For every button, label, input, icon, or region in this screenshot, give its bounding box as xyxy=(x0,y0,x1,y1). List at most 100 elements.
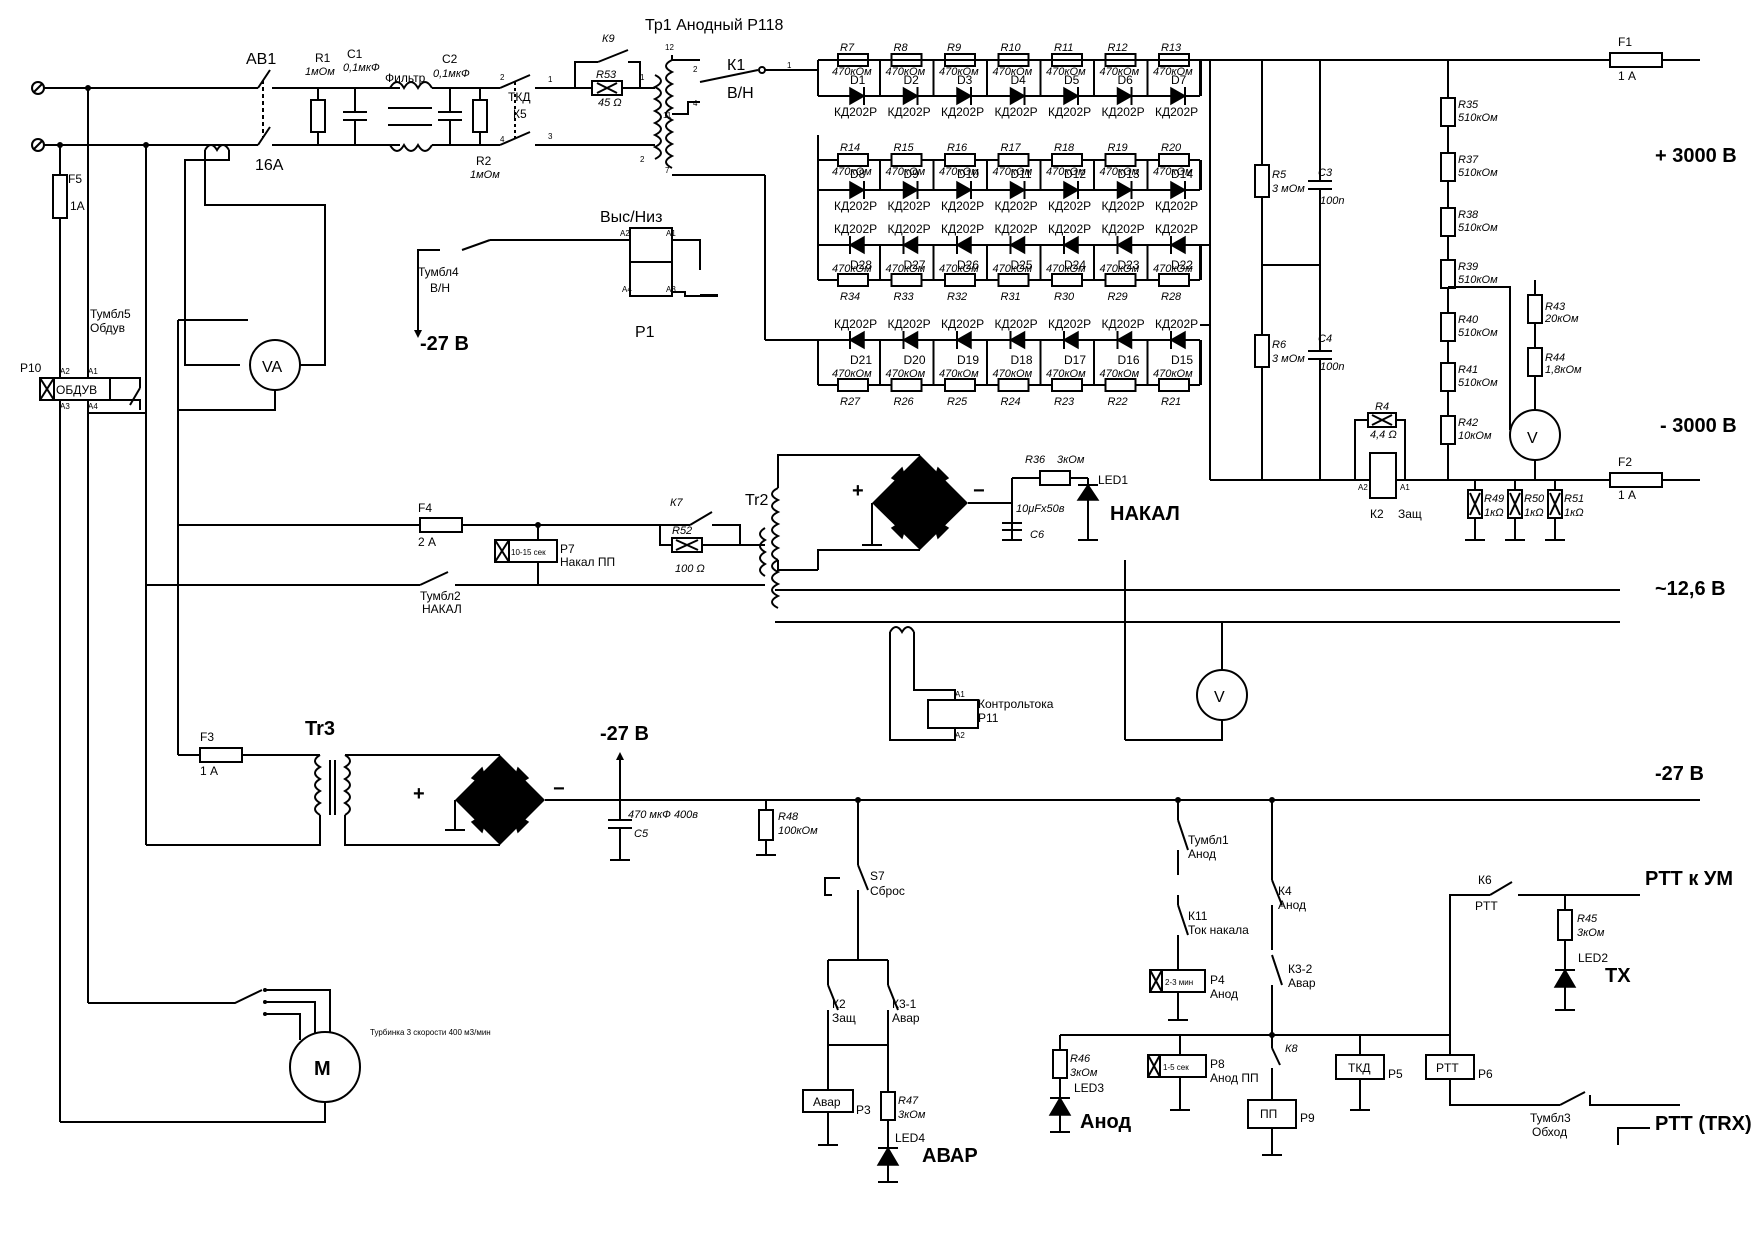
turbine-label: Турбинка 3 скорости 400 м3/мин xyxy=(370,1028,491,1037)
resistor-name: R8 xyxy=(894,42,909,54)
relay-contact-k2: К2 Защ xyxy=(827,960,856,1045)
relay-p3: Авар P3 xyxy=(802,1045,871,1146)
p4-coil: 2-3 мин xyxy=(1165,978,1193,987)
k2-coil-name: К2 xyxy=(1370,507,1384,521)
svg-text:A1: A1 xyxy=(666,229,676,238)
k4-name: К4 xyxy=(1278,884,1292,898)
p7-name: P7 xyxy=(560,542,575,556)
r46-name: R46 xyxy=(1070,1053,1091,1065)
tumbl1-name: Тумбл1 xyxy=(1188,833,1229,847)
resistor-value: 470кОм xyxy=(832,368,872,380)
reset-button-s7[interactable]: S7 Сброс xyxy=(824,800,905,960)
diode-type: КД202Р xyxy=(1155,317,1198,331)
c4-name: C4 xyxy=(1318,333,1332,345)
c2-value: 0,1мкФ xyxy=(433,68,470,80)
tumbl4-name: Тумбл4 xyxy=(418,265,459,279)
resistor-value: 470кОм xyxy=(1046,166,1086,178)
fuse-f5: F5 1А xyxy=(52,172,85,219)
toggle-tumbl1[interactable]: Тумбл1 Анод xyxy=(1177,800,1229,875)
diode-type: КД202Р xyxy=(1048,317,1091,331)
toggle-tumbl2[interactable]: Тумбл2 НАКАЛ xyxy=(419,571,462,616)
r45-value: 3кОм xyxy=(1577,927,1605,939)
diode-d10 xyxy=(956,180,973,200)
diode-d13 xyxy=(1116,180,1134,200)
svg-text:2: 2 xyxy=(640,155,645,164)
divider-name: R42 xyxy=(1458,417,1478,429)
svg-text:+: + xyxy=(852,480,864,502)
r2-name: R2 xyxy=(476,154,492,168)
relay-p7: 10-15 сек P7 Накал ПП xyxy=(494,525,615,585)
c5-name: C5 xyxy=(634,828,649,840)
diode-name: D14 xyxy=(1171,167,1193,181)
diode-d19 xyxy=(955,330,972,350)
toggle-tumbl4[interactable]: Тумбл4 В/Н -27 В xyxy=(414,239,491,355)
resistor-name: R27 xyxy=(840,396,861,408)
voltmeter-filament: V xyxy=(1196,669,1248,721)
toggle-tumbl5[interactable]: Тумбл5 Обдув xyxy=(90,307,141,410)
resistor-r39 xyxy=(1440,259,1456,289)
tumbl2-name: Тумбл2 xyxy=(420,589,461,603)
resistor-r29 xyxy=(1104,273,1137,287)
c6-name: C6 xyxy=(1030,529,1045,541)
resistor-name: R18 xyxy=(1054,142,1075,154)
resistor-name: R12 xyxy=(1108,42,1128,54)
resistor-name: R9 xyxy=(947,42,961,54)
divider-value: 510кОм xyxy=(1458,222,1498,234)
relay-contact-k6: К6 PTT xyxy=(1475,873,1513,913)
resistor-r31 xyxy=(997,273,1030,287)
k2-name: К2 xyxy=(832,997,846,1011)
svg-text:4: 4 xyxy=(693,99,698,108)
resistor-value: 470кОм xyxy=(832,263,872,275)
resistor-name: R16 xyxy=(947,142,968,154)
p11-name: P11 xyxy=(978,711,999,725)
svg-text:4: 4 xyxy=(500,135,505,144)
p3-name: P3 xyxy=(856,1103,871,1117)
bridge-br1: Br1 + − xyxy=(852,455,985,550)
breaker-rating: 16А xyxy=(255,157,284,174)
k2-coil-label: Защ xyxy=(1398,507,1422,521)
f4-value: 2 А xyxy=(418,535,436,549)
r47-value: 3кОм xyxy=(898,1109,926,1121)
led2: LED2 TX xyxy=(1553,951,1631,1011)
resistor-value: 470кОм xyxy=(1100,263,1140,275)
diode-d2 xyxy=(902,86,920,106)
r1-name: R1 xyxy=(315,51,331,65)
relay-p8: 1-5 сек P8 Анод ПП xyxy=(1147,1035,1259,1111)
resistor-name: R29 xyxy=(1108,291,1128,303)
r44-name: R44 xyxy=(1545,352,1565,364)
diode-name: D28 xyxy=(850,258,872,272)
tr1-title: Тр1 Анодный Р118 xyxy=(645,17,784,34)
svg-text:A4: A4 xyxy=(88,402,98,411)
diode-name: D19 xyxy=(957,353,979,367)
f3-value: 1 А xyxy=(200,764,218,778)
diode-type: КД202Р xyxy=(1155,199,1198,213)
toggle-tumbl3[interactable]: Тумбл3 Обход xyxy=(1530,1091,1680,1139)
resistor-value: 470кОм xyxy=(832,66,872,78)
resistor-r37 xyxy=(1440,152,1456,182)
p4-label: Анод xyxy=(1210,987,1238,1001)
shunt-cross xyxy=(1509,492,1521,516)
filter-label: Фильтр xyxy=(385,71,426,85)
svg-text:A2: A2 xyxy=(60,367,70,376)
diode-name: D16 xyxy=(1118,353,1140,367)
resistor-value: 470кОм xyxy=(1153,66,1193,78)
r53-name: R53 xyxy=(596,69,617,81)
diode-type: КД202Р xyxy=(1102,317,1145,331)
relay-p4: 2-3 мин P4 Анод xyxy=(1149,969,1238,1021)
resistor-r19 xyxy=(1104,153,1137,167)
voltmeter-hv: V xyxy=(1509,409,1561,461)
svg-text:+: + xyxy=(413,783,425,805)
k2-label: Защ xyxy=(832,1011,856,1025)
resistor-value: 470кОм xyxy=(1046,66,1086,78)
resistor-r15 xyxy=(890,153,923,167)
diode-type: КД202Р xyxy=(834,199,877,213)
p11-label: Контрольтока xyxy=(978,697,1054,711)
diode-d25 xyxy=(1008,235,1026,255)
diode-name: D18 xyxy=(1011,353,1033,367)
f3-name: F3 xyxy=(200,730,214,744)
led3-label: Анод xyxy=(1080,1111,1131,1133)
resistor-r20 xyxy=(1158,153,1190,167)
diode-d21 xyxy=(848,330,865,350)
